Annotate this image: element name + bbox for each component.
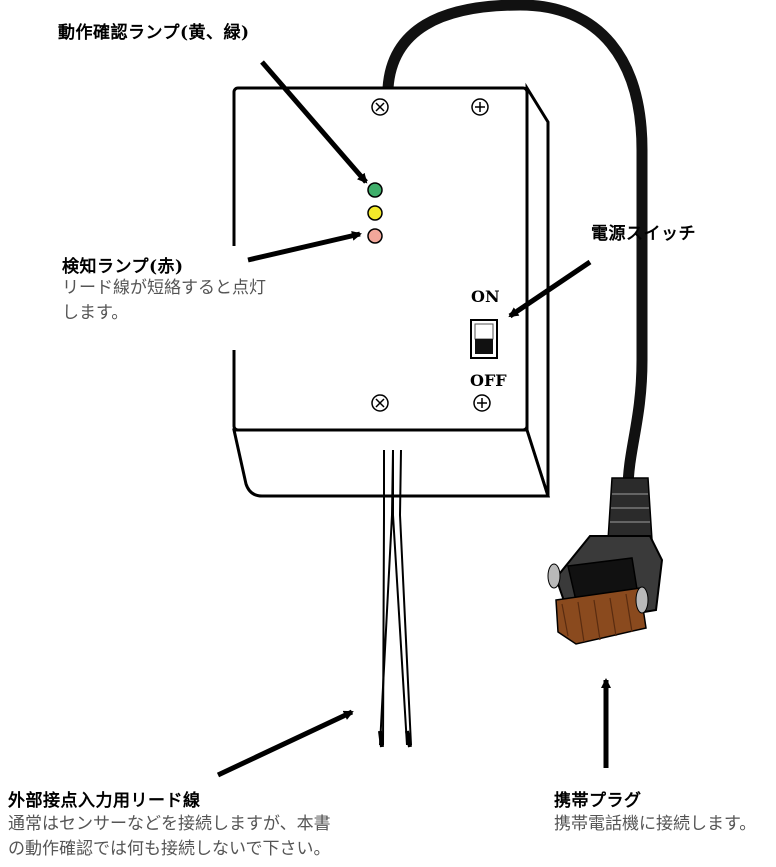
screw-icon <box>371 394 389 412</box>
status-lamp-title: 動作確認ランプ(黄、緑) <box>58 23 250 43</box>
phone-plug-title: 携帯プラグ <box>554 791 642 811</box>
status-lamp-green <box>367 182 383 198</box>
detect-lamp-desc-line1: リード線が短絡すると点灯 <box>62 278 266 298</box>
lead-wire-desc-line1: 通常はセンサーなどを接続しますが、本書 <box>8 814 331 834</box>
screw-icon <box>473 394 491 412</box>
controller-box <box>228 82 551 498</box>
lead-wire <box>378 449 412 748</box>
status-lamp-yellow <box>367 205 383 221</box>
power-switch-title: 電源スイッチ <box>591 224 696 244</box>
screw-icon <box>371 98 389 116</box>
power-switch[interactable] <box>470 319 498 359</box>
screw-icon <box>471 98 489 116</box>
detect-lamp-red <box>367 228 383 244</box>
phone-plug-desc: 携帯電話機に接続します。 <box>554 814 757 834</box>
lead-wire-arrow <box>216 709 354 778</box>
switch-off-label: OFF <box>470 371 507 390</box>
detect-lamp-arrow <box>247 230 362 263</box>
status-lamp-arrow <box>260 60 368 184</box>
detect-lamp-title: 検知ランプ(赤) <box>62 257 184 277</box>
lead-wire-title: 外部接点入力用リード線 <box>8 791 201 811</box>
phone-plug <box>547 477 664 645</box>
switch-on-label: ON <box>471 287 500 306</box>
power-switch-arrow <box>508 259 592 319</box>
detect-lamp-desc-line2: します。 <box>62 303 129 323</box>
phone-cable <box>382 0 648 496</box>
lead-wire-desc-line2: の動作確認では何も接続しないで下さい。 <box>8 839 331 859</box>
